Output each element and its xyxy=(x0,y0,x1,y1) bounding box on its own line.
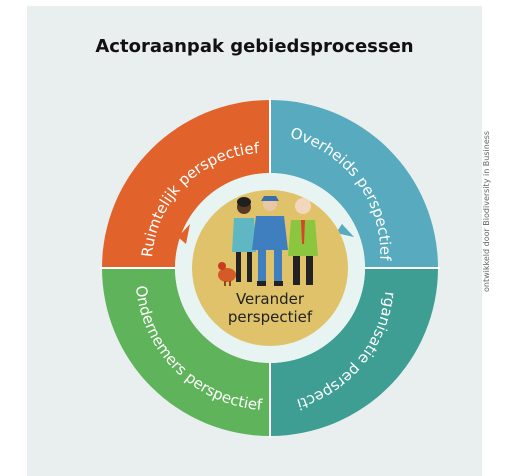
farmer-figure-icon xyxy=(252,196,288,286)
center-label-line2: perspectief xyxy=(228,308,313,326)
segment-ondernemers xyxy=(102,268,270,436)
arrow-notch-tl xyxy=(178,224,190,244)
segment-overheids xyxy=(270,100,438,268)
segment-organisatie xyxy=(270,268,438,436)
center-label-line1: Verander xyxy=(236,290,305,308)
woman-figure-icon xyxy=(232,197,256,282)
segment-ruimtelijk xyxy=(102,100,270,268)
credit-text: ontwikkeld door Biodiversity in Business xyxy=(482,130,491,292)
page-title: Actoraanpak gebiedsprocessen xyxy=(95,36,414,57)
bird-icon xyxy=(218,262,236,286)
arrow-notch-tr xyxy=(336,224,354,237)
businessman-figure-icon xyxy=(288,198,318,285)
